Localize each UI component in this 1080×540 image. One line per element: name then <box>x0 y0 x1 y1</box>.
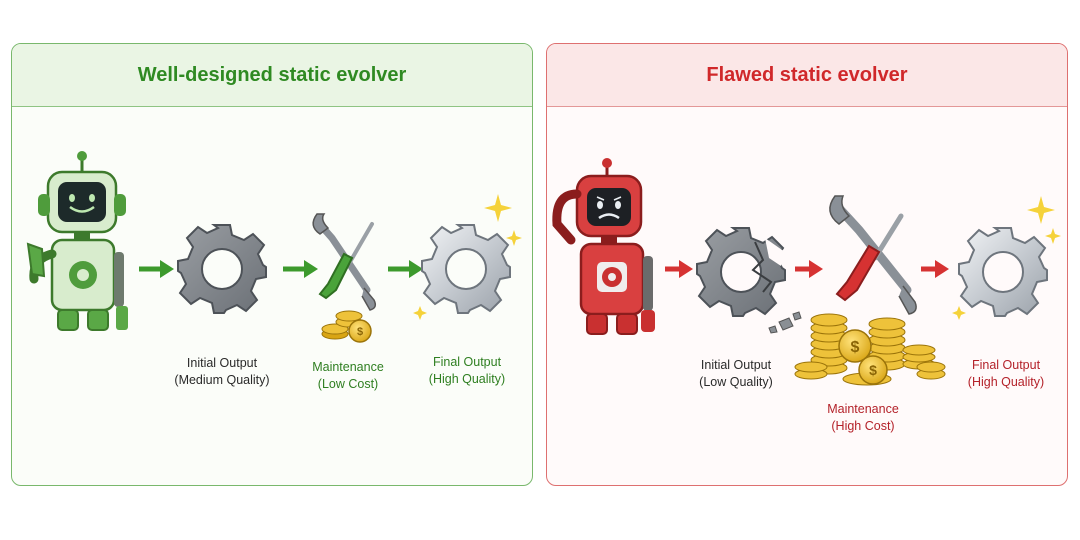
bad-flow-diagram: $ $ <box>552 158 1061 386</box>
flawed-panel: Flawed static evolver <box>546 43 1068 486</box>
caption-line: Final Output <box>971 358 1041 372</box>
wrench-screwdriver-icon <box>312 213 377 311</box>
good-flow-diagram: $ <box>26 151 522 343</box>
well-designed-panel: Well-designed static evolver <box>11 43 533 486</box>
panel-title: Well-designed static evolver <box>12 44 532 107</box>
cracked-gear-icon <box>696 227 786 317</box>
caption-line: Maintenance <box>827 402 899 416</box>
caption-line: (Medium Quality) <box>174 373 270 387</box>
caption-line: Maintenance <box>312 360 384 374</box>
panel-title: Flawed static evolver <box>547 44 1067 107</box>
arrow-icon <box>283 260 318 278</box>
caption-line: Initial Output <box>700 358 772 372</box>
svg-text:$: $ <box>851 339 860 356</box>
svg-text:$: $ <box>869 362 877 378</box>
gear-icon <box>177 224 267 314</box>
maintenance-caption: Maintenance (Low Cost) <box>273 359 423 393</box>
arrow-icon <box>388 260 423 278</box>
caption-line: Final Output <box>432 355 502 369</box>
shiny-gear-icon <box>421 224 511 314</box>
caption-line: (Low Quality) <box>699 375 773 389</box>
initial-output-caption: Initial Output (Medium Quality) <box>147 355 297 389</box>
arrow-icon <box>139 260 174 278</box>
coins-icon: $ <box>321 310 372 343</box>
rubble-icon <box>768 311 802 334</box>
svg-text:$: $ <box>357 326 363 338</box>
maintenance-caption: Maintenance (High Cost) <box>788 401 938 435</box>
wrench-screwdriver-icon <box>829 195 917 315</box>
arrow-icon <box>921 260 949 278</box>
caption-line: (High Cost) <box>831 419 895 433</box>
robot-worried-icon <box>552 158 655 335</box>
shiny-gear-icon <box>958 227 1048 317</box>
arrow-icon <box>795 260 823 278</box>
caption-line: (High Quality) <box>428 372 506 386</box>
coin-pile-icon: $ $ <box>794 313 946 386</box>
caption-line: (High Quality) <box>967 375 1045 389</box>
initial-output-caption: Initial Output (Low Quality) <box>661 357 811 391</box>
arrow-icon <box>665 260 693 278</box>
robot-happy-icon <box>26 151 128 331</box>
sparkle-icon <box>413 194 522 320</box>
final-output-caption: Final Output (High Quality) <box>931 357 1067 391</box>
final-output-caption: Final Output (High Quality) <box>392 354 532 388</box>
sparkle-icon <box>952 196 1061 320</box>
caption-line: (Low Cost) <box>317 377 379 391</box>
caption-line: Initial Output <box>186 356 258 370</box>
